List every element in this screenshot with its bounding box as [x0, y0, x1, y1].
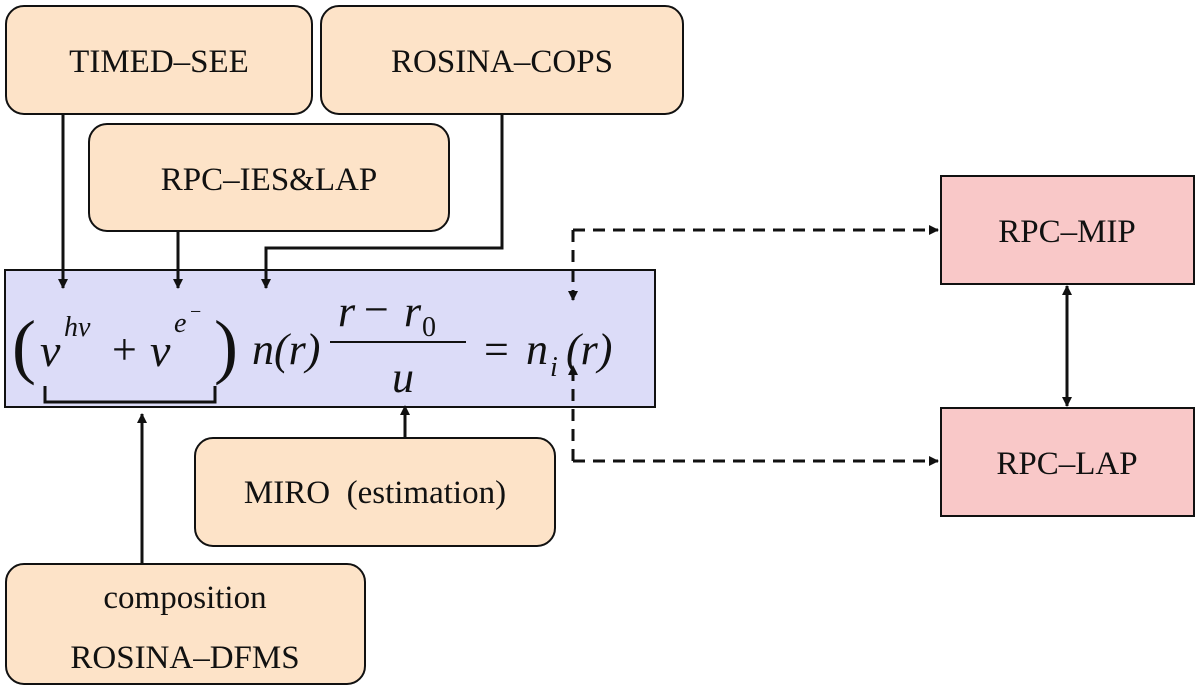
eq-denominator: u — [392, 353, 414, 402]
miro-label: MIRO (estimation) — [244, 475, 506, 511]
solid-arrows — [58, 114, 1072, 564]
timed-see-label: TIMED–SEE — [69, 44, 249, 80]
miro-box — [194, 437, 556, 547]
eq-nu-2: ν — [150, 325, 171, 376]
eq-ni-sub: i — [550, 352, 558, 383]
composition-label-line1: composition — [103, 580, 266, 616]
eq-nu-1: ν — [40, 325, 61, 376]
rpc-lap-box — [940, 407, 1195, 517]
arrow-rosina-cops-to-n-of-r — [261, 114, 504, 289]
eq-equals: = — [484, 325, 509, 374]
rosina-cops-label: ROSINA–COPS — [391, 44, 613, 80]
eq-ni-n: n — [526, 325, 548, 374]
miro-node: MIRO (estimation) — [194, 437, 556, 547]
rpc-mip-node: RPC–MIP — [940, 175, 1195, 285]
timed-see-node: TIMED–SEE — [5, 5, 313, 115]
eq-underbracket — [43, 386, 217, 404]
eq-plus: + — [112, 325, 137, 374]
rpc-lap-node: RPC–LAP — [940, 407, 1195, 517]
rpc-lap-label: RPC–LAP — [996, 446, 1137, 482]
rosina-cops-node: ROSINA–COPS — [320, 5, 684, 115]
eq-paren-open: ( — [12, 306, 36, 386]
eq-r0-sub: 0 — [422, 312, 436, 343]
eq-sup-e: e — [174, 308, 186, 339]
equation-box — [4, 269, 656, 408]
rpc-ies-lap-label: RPC–IES&LAP — [161, 162, 377, 198]
rpc-ies-lap-box — [88, 123, 450, 232]
eq-paren-close: ) — [214, 306, 238, 386]
equation: ( ν hν + ν e − ) n(r) r − r 0 u = n i (r… — [12, 285, 612, 404]
composition-node: composition ROSINA–DFMS — [5, 563, 366, 685]
rpc-mip-box — [940, 175, 1195, 285]
eq-num-r: r — [338, 287, 356, 336]
eq-minus: − — [364, 285, 389, 334]
eq-n-of-r: n(r) — [252, 325, 320, 374]
timed-see-box — [5, 5, 313, 115]
rpc-mip-label: RPC–MIP — [998, 214, 1136, 250]
eq-sup-hv: hν — [64, 312, 91, 343]
eq-r0-r: r — [404, 287, 422, 336]
rpc-ies-lap-node: RPC–IES&LAP — [88, 123, 450, 232]
composition-box — [5, 563, 366, 685]
dashed-arrows — [568, 225, 939, 466]
eq-sup-minus: − — [190, 301, 201, 323]
eq-ni-r: (r) — [566, 325, 612, 374]
composition-label-line2: ROSINA–DFMS — [70, 640, 299, 676]
